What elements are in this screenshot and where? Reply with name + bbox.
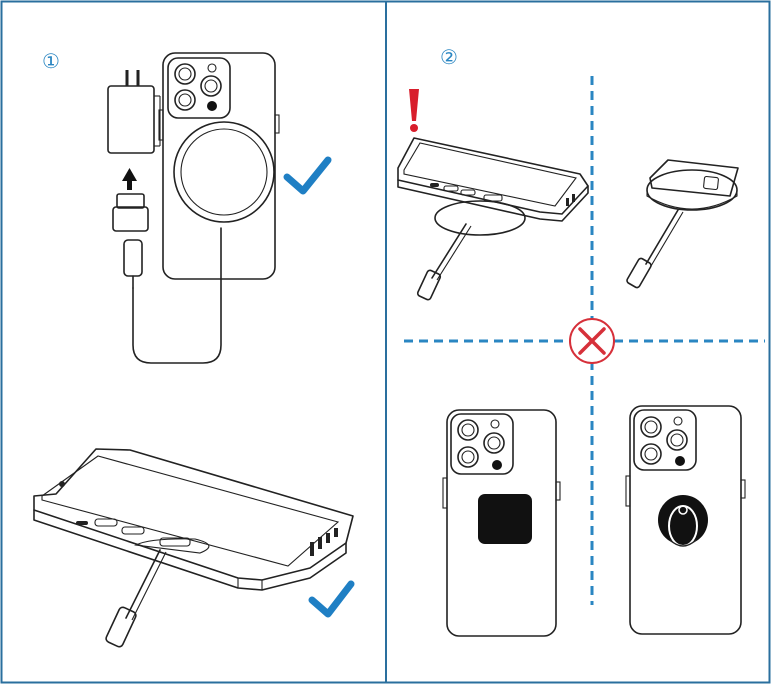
cross-icon: [569, 318, 615, 364]
step-1-number: ①: [42, 49, 60, 73]
phone-with-metal-plate: [442, 409, 561, 637]
charger-cable-bottom: [105, 549, 167, 648]
wall-adapter: [107, 70, 161, 154]
ring-holder-base: [658, 495, 708, 545]
usb-adapter: [112, 193, 149, 289]
phone-back-with-charger: [158, 52, 280, 280]
metal-plate: [478, 494, 532, 544]
phone-flat-on-charger: [33, 448, 354, 591]
charging-cable: [132, 227, 222, 364]
check-icon: [283, 156, 332, 195]
step-2-number: ②: [440, 45, 458, 69]
charger-with-card: [626, 159, 739, 289]
phone-with-ring-holder: [625, 405, 746, 635]
check-icon: [308, 580, 355, 618]
misaligned-phone: [397, 137, 589, 301]
arrow-up-icon: [122, 168, 137, 190]
exclamation-icon: [409, 89, 419, 132]
